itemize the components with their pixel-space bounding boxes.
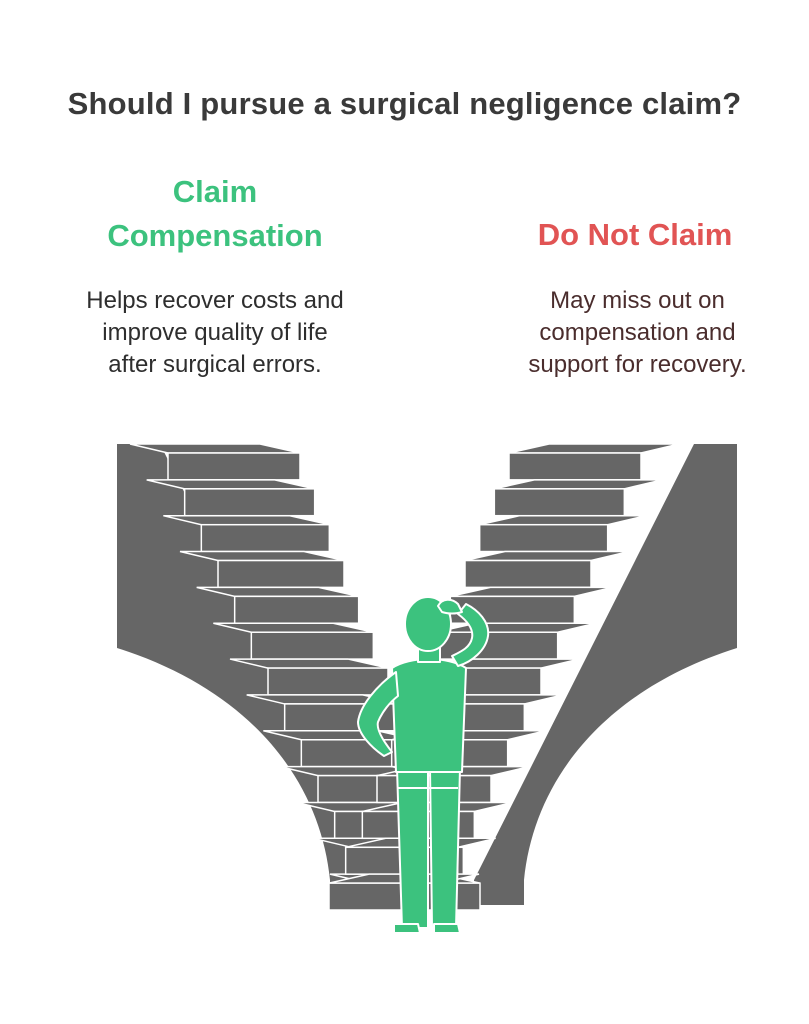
option-no-claim-title-line-1: Do Not Claim — [537, 217, 733, 252]
staircase-left-riser — [233, 595, 360, 624]
staircase-right-riser — [493, 488, 626, 517]
staircase-right-tread — [464, 550, 630, 562]
option-claim-desc-line-2: improve quality of life — [102, 319, 328, 346]
staircase-right-riser — [508, 452, 642, 481]
staircase-left-riser — [267, 667, 389, 696]
option-claim-title-line-2: Compensation — [107, 218, 323, 253]
staircase-right-tread — [450, 586, 613, 598]
thinking-person-icon — [357, 596, 490, 934]
staircase-right-riser — [478, 523, 609, 553]
staircase-right-tread — [435, 622, 596, 633]
option-no-claim-title: Do Not Claim — [485, 213, 785, 257]
staircase-left-riser — [217, 559, 345, 589]
option-claim-title-line-1: Claim — [172, 174, 258, 209]
staircase-right-tread — [494, 479, 663, 490]
staircase-right-wall — [474, 444, 737, 905]
staircase-right-tread — [508, 443, 680, 454]
option-claim-desc-line-1: Helps recover costs and — [86, 287, 344, 314]
option-no-claim-desc-line-1: May miss out on — [550, 287, 725, 314]
staircase-right-riser — [464, 559, 592, 589]
staircase-left-riser — [250, 631, 375, 660]
staircase-left-riser — [183, 488, 316, 517]
staircase-left-wall — [117, 444, 380, 905]
staircase-right-tread — [479, 514, 646, 526]
option-no-claim-desc-line-3: support for recovery. — [528, 351, 747, 378]
option-claim-title: Claim Compensation — [60, 170, 370, 258]
option-claim-desc-line-3: after surgical errors. — [108, 351, 322, 378]
option-no-claim-desc-line-2: compensation and — [539, 319, 736, 346]
option-no-claim-description: May miss out on compensation and support… — [490, 285, 785, 381]
page-title: Should I pursue a surgical negligence cl… — [67, 86, 742, 121]
staircase-left-riser — [200, 523, 331, 553]
staircase-left-riser — [167, 452, 301, 481]
option-claim-description: Helps recover costs and improve quality … — [45, 285, 385, 381]
